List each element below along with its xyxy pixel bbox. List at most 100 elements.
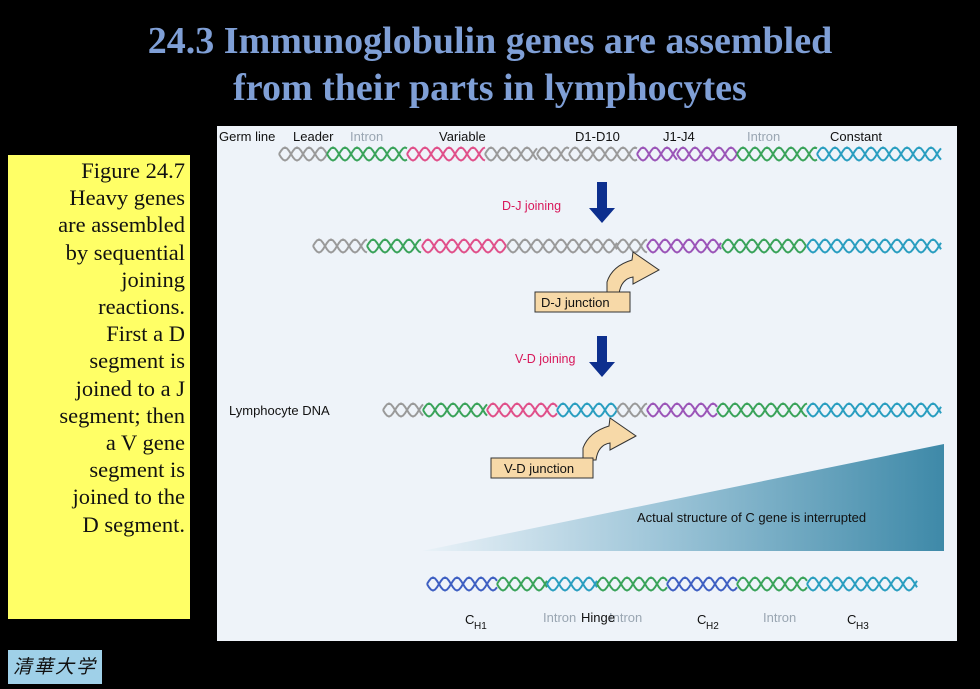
leader-label: Leader xyxy=(293,129,334,144)
caption-line: Figure 24.7 xyxy=(81,158,185,183)
caption-line: D segment. xyxy=(82,511,185,537)
hinge-label: Hinge xyxy=(581,610,615,625)
caption-line: segment is xyxy=(89,457,185,483)
dj-junction-box xyxy=(534,291,631,313)
vd-junction-box xyxy=(490,457,594,479)
dna-strand xyxy=(484,146,538,162)
dna-strand xyxy=(556,402,618,418)
dna-strand xyxy=(546,576,598,592)
svg-text:C: C xyxy=(465,612,474,627)
dna-strand xyxy=(616,238,648,254)
dna-strand xyxy=(806,402,942,418)
dna-strand xyxy=(721,238,807,254)
curved-arrow-icon xyxy=(582,417,637,461)
intron-label: Intron xyxy=(543,610,576,625)
dna-strand xyxy=(646,238,722,254)
dna-strand xyxy=(536,146,570,162)
dna-strand xyxy=(736,146,818,162)
dna-strand xyxy=(716,402,808,418)
gene-assembly-figure: Germ line Leader Intron Variable D1-D10 … xyxy=(217,126,957,641)
tsinghua-university-logo: 清華大学 xyxy=(8,650,102,684)
dna-strand xyxy=(806,238,942,254)
dna-strand xyxy=(406,146,486,162)
lymphocyte-dna-label: Lymphocyte DNA xyxy=(229,403,330,418)
dna-strand xyxy=(816,146,878,162)
caption-line: joined to the xyxy=(72,484,185,510)
svg-text:H3: H3 xyxy=(856,621,869,632)
dna-strand xyxy=(486,402,558,418)
dna-strand xyxy=(421,238,507,254)
dna-strand xyxy=(676,146,738,162)
caption-line: segment; then xyxy=(59,402,185,428)
c-gene-callout-wedge xyxy=(422,444,944,551)
vd-junction-label: V-D junction xyxy=(504,461,574,476)
dna-strand xyxy=(816,146,878,162)
dna-strand xyxy=(536,146,570,162)
dna-strand xyxy=(566,238,618,254)
slide-title: 24.3 Immunoglobulin genes are assembled … xyxy=(0,18,980,112)
dna-strand xyxy=(556,402,618,418)
caption-line: joined to a J xyxy=(75,375,185,401)
dna-strand xyxy=(382,402,424,418)
constant-label: Constant xyxy=(830,129,882,144)
vd-joining-label: V-D joining xyxy=(515,352,575,366)
dna-strand xyxy=(366,238,422,254)
dna-strand xyxy=(716,402,808,418)
dna-strand xyxy=(568,146,638,162)
dna-strand xyxy=(422,402,488,418)
caption-line: joining xyxy=(121,266,185,292)
dna-strand xyxy=(421,238,507,254)
dna-strand xyxy=(506,238,568,254)
dna-strand xyxy=(636,146,678,162)
dna-strand xyxy=(876,146,942,162)
dna-strand xyxy=(546,576,598,592)
dna-strand xyxy=(616,402,648,418)
intron-label: Intron xyxy=(350,129,383,144)
figure-caption-box: Figure 24.7 Heavy genes are assembled by… xyxy=(8,155,190,619)
curved-arrow-icon xyxy=(606,251,660,295)
caption-line: reactions. xyxy=(98,294,185,320)
dna-strand xyxy=(278,146,328,162)
caption-line: segment is xyxy=(89,348,185,374)
dna-strand xyxy=(596,576,668,592)
dna-strand xyxy=(806,238,942,254)
ch2-label: C H2 xyxy=(697,612,719,632)
dna-strand xyxy=(484,146,538,162)
caption-line: a V gene xyxy=(105,430,185,456)
lymphocyte-dna-helix xyxy=(382,402,942,418)
dna-strand xyxy=(406,146,486,162)
dj-joined-dna-helix xyxy=(312,238,942,254)
dna-strand xyxy=(876,146,942,162)
dna-strand xyxy=(312,238,368,254)
dna-strand xyxy=(326,146,408,162)
dna-strand xyxy=(616,402,648,418)
caption-line: Heavy genes xyxy=(69,185,185,211)
dna-strand xyxy=(806,576,918,592)
vd-junction-callout: V-D junction xyxy=(490,417,637,479)
germ-line-dna-helix xyxy=(278,146,942,162)
dna-strand xyxy=(736,576,808,592)
dna-strand xyxy=(426,576,498,592)
c-gene-interrupted-note: Actual structure of C gene is interrupte… xyxy=(637,510,866,525)
dna-strand xyxy=(806,576,918,592)
svg-text:C: C xyxy=(847,612,856,627)
intron-label: Intron xyxy=(763,610,796,625)
down-arrow-icon xyxy=(589,182,615,223)
down-arrow-icon xyxy=(589,336,615,377)
dna-strand xyxy=(736,146,818,162)
j-segment-label: J1-J4 xyxy=(663,129,695,144)
svg-text:C: C xyxy=(697,612,706,627)
d-segment-label: D1-D10 xyxy=(575,129,620,144)
intron-label: Intron xyxy=(747,129,780,144)
ch3-label: C H3 xyxy=(847,612,869,632)
dj-joining-label: D-J joining xyxy=(502,199,561,213)
intron-label: Intron xyxy=(609,610,642,625)
germ-line-label: Germ line xyxy=(219,129,275,144)
dna-strand xyxy=(566,238,618,254)
dna-strand xyxy=(636,146,678,162)
dna-strand xyxy=(666,576,738,592)
dna-strand xyxy=(646,402,718,418)
dna-strand xyxy=(422,402,488,418)
dna-strand xyxy=(721,238,807,254)
caption-line: by sequential xyxy=(65,239,185,265)
